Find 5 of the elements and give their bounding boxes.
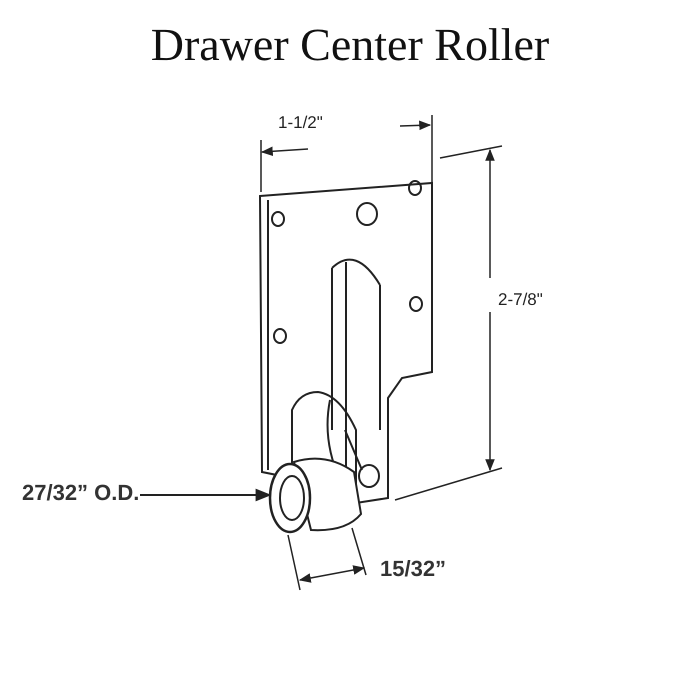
callout-label: 27/32” O.D.: [22, 480, 140, 506]
dimension-label: 1-1/2": [278, 113, 323, 133]
title: Drawer Center Roller: [150, 18, 550, 71]
dimension-label: 15/32”: [380, 556, 446, 582]
dimension-label: 2-7/8": [498, 290, 543, 310]
